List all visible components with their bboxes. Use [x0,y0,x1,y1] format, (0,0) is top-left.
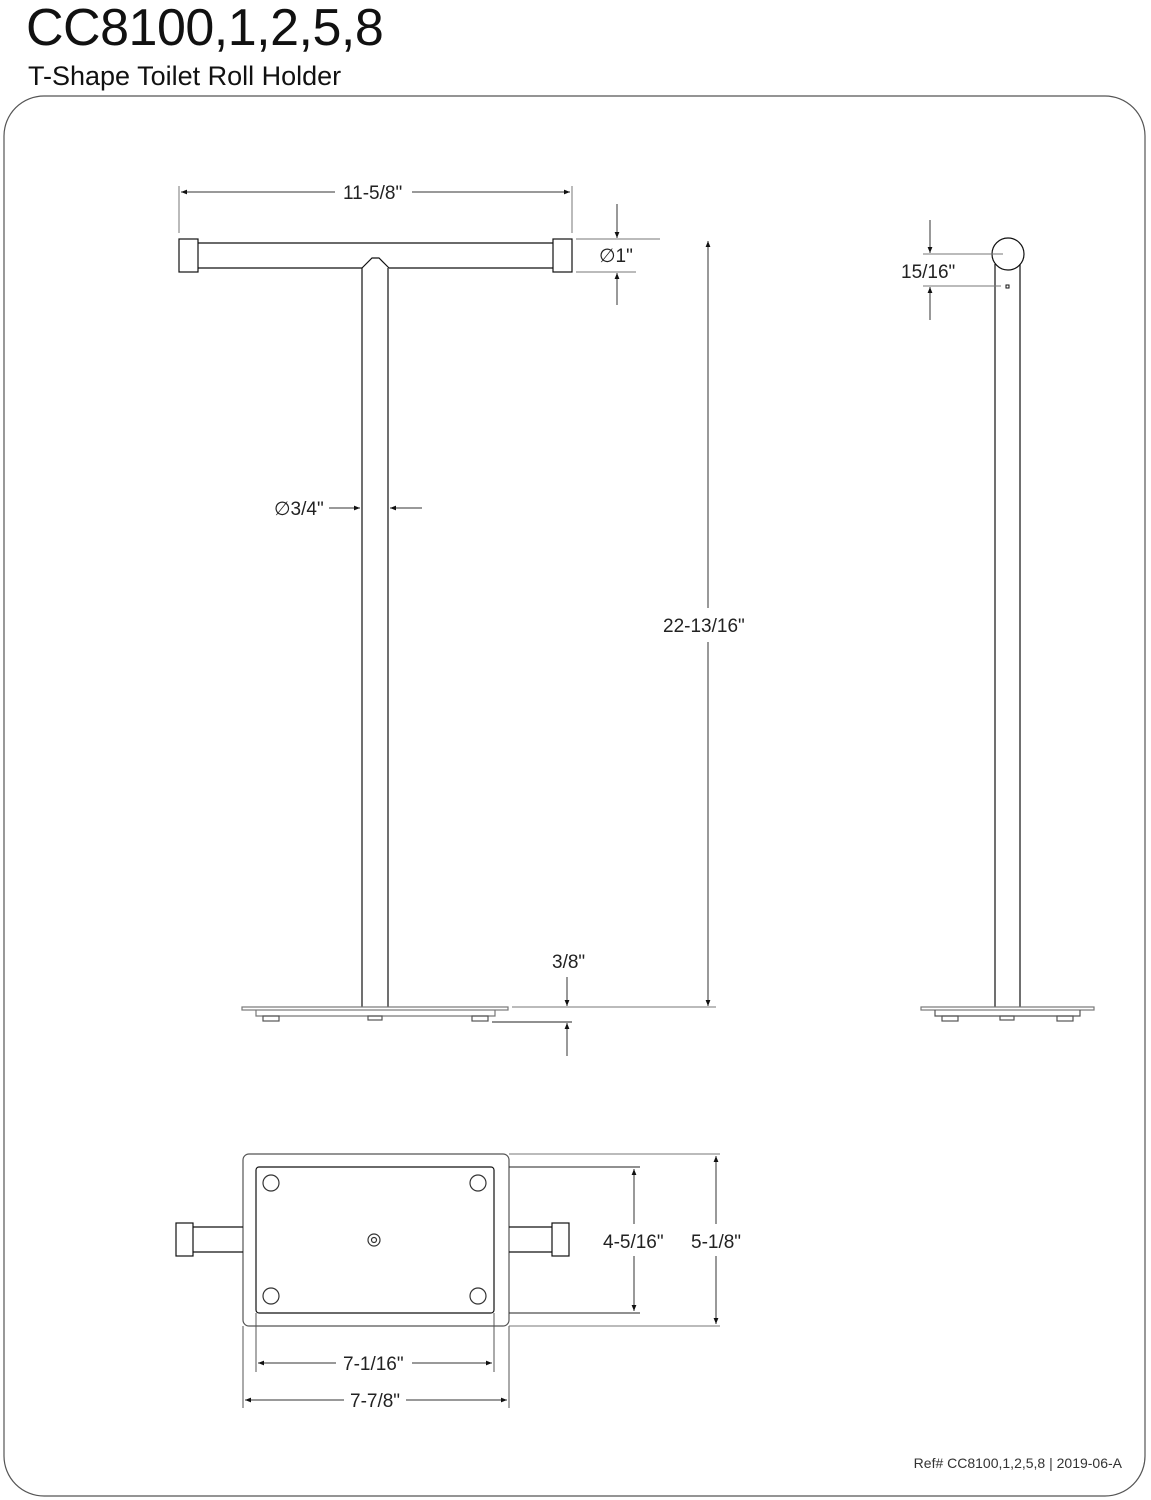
top-view [175,1153,570,1408]
side-view [920,237,1095,1022]
outer-depth-label: 5-1/8" [691,1232,741,1253]
inner-width-label: 7-1/16" [343,1354,404,1375]
top-dimensions [245,1153,720,1403]
side-offset-label: 15/16" [901,262,955,283]
reference-code: Ref# CC8100,1,2,5,8 | 2019-06-A [914,1455,1123,1471]
outer-base-outline [242,1153,510,1327]
width-dimension-label: 11-5/8" [343,183,402,204]
arm-diameter-label: ∅1" [599,246,633,267]
product-name-subtitle: T-Shape Toilet Roll Holder [28,61,342,91]
inner-base-outline [255,1166,495,1314]
left-end-cap [178,238,199,273]
center-mount [367,1233,381,1247]
front-dimensions [178,186,716,1056]
side-dimensions [923,220,1003,320]
outer-width-label: 7-7/8" [350,1391,400,1412]
inner-depth-label: 4-5/16" [603,1232,664,1253]
model-number-title: CC8100,1,2,5,8 [26,0,384,57]
front-view [178,238,573,1022]
base-plate [241,1006,509,1011]
right-end-cap [552,238,573,273]
post-diameter-label: ∅3/4" [274,499,324,520]
height-dimension-label: 22-13/16" [663,616,745,637]
base-thickness-label: 3/8" [552,952,585,973]
drawing-frame [3,95,1146,1497]
